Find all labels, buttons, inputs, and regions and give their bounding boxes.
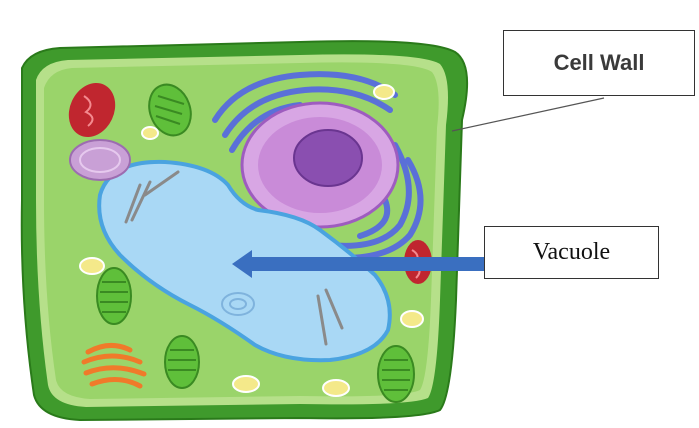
chloroplast-icon [377, 345, 415, 403]
crystals [124, 170, 344, 346]
vesicles [79, 84, 424, 397]
vacuole-arrow [232, 250, 484, 278]
mitochondrion-icon [68, 82, 116, 138]
organelle-disk [69, 139, 131, 181]
vacuole-label: Vacuole [532, 239, 611, 265]
chloroplast-icon [164, 335, 200, 389]
chloroplast-icon [96, 267, 132, 325]
cell-wall-label-box: Cell Wall [503, 30, 695, 96]
vacuole-label-box: Vacuole [484, 226, 659, 279]
vacuole-inclusion [221, 292, 255, 316]
golgi-apparatus [81, 343, 147, 389]
cell-wall-pointer-line [451, 97, 605, 132]
cell-wall-label: Cell Wall [553, 50, 645, 75]
chloroplast-icon [148, 83, 192, 137]
nucleolus [293, 129, 363, 187]
